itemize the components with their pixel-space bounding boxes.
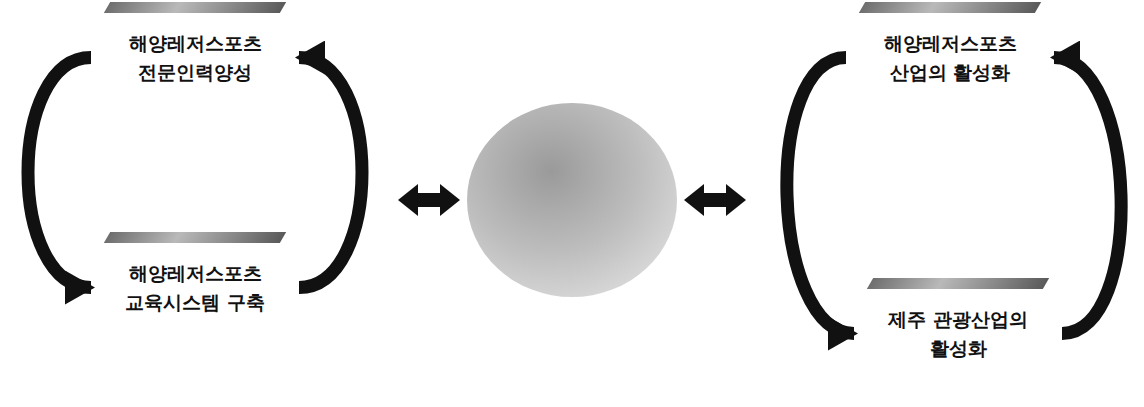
header-band [104,2,286,13]
cycle-arrow [787,58,854,334]
header-band [859,2,1041,13]
cycle-arrow [28,58,91,288]
cycle-arrow [299,58,362,288]
header-band [104,232,286,243]
text-node: 해양레저스포츠 교육시스템 구축 [95,232,295,323]
double-arrow [398,184,460,216]
cycle-arrow [1054,58,1121,334]
node-text: 제주 관광산업의 활성화 [866,305,1050,363]
node-text: 해양레저스포츠 교육시스템 구축 [103,259,287,317]
node-text: 해양레저스포츠 전문인력양성 [103,29,287,87]
text-node: 해양레저스포츠 전문인력양성 [95,2,295,93]
node-text: 해양레저스포츠 산업의 활성화 [858,29,1042,87]
double-arrow [684,184,746,216]
sphere [467,103,677,297]
text-node: 제주 관광산업의 활성화 [858,278,1058,369]
header-band [867,278,1049,289]
text-node: 해양레저스포츠 산업의 활성화 [850,2,1050,93]
